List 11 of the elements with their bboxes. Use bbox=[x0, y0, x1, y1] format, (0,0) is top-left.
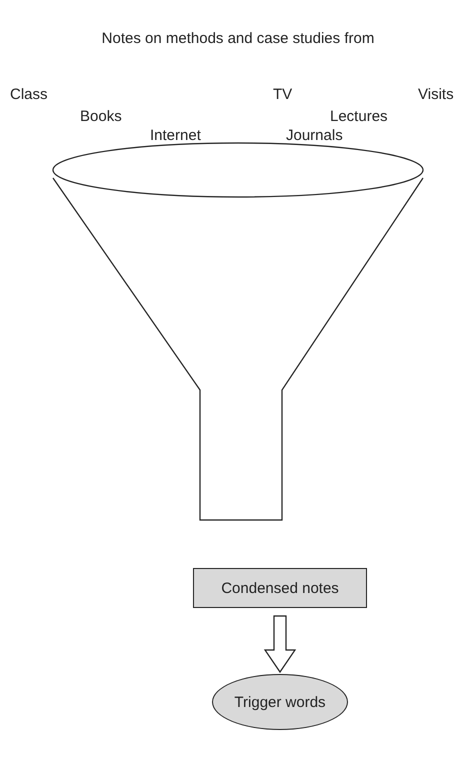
source-label: Journals bbox=[286, 127, 343, 144]
source-label: Visits bbox=[418, 86, 454, 103]
ellipse-node: Trigger words bbox=[212, 674, 348, 730]
source-label: Books bbox=[80, 108, 122, 125]
source-label: Class bbox=[10, 86, 48, 103]
process-box: Condensed notes bbox=[193, 568, 367, 608]
source-label: TV bbox=[273, 86, 292, 103]
source-label: Lectures bbox=[330, 108, 388, 125]
title: Notes on methods and case studies from bbox=[100, 30, 376, 47]
source-label: Internet bbox=[150, 127, 201, 144]
hollow-arrow bbox=[264, 615, 296, 674]
